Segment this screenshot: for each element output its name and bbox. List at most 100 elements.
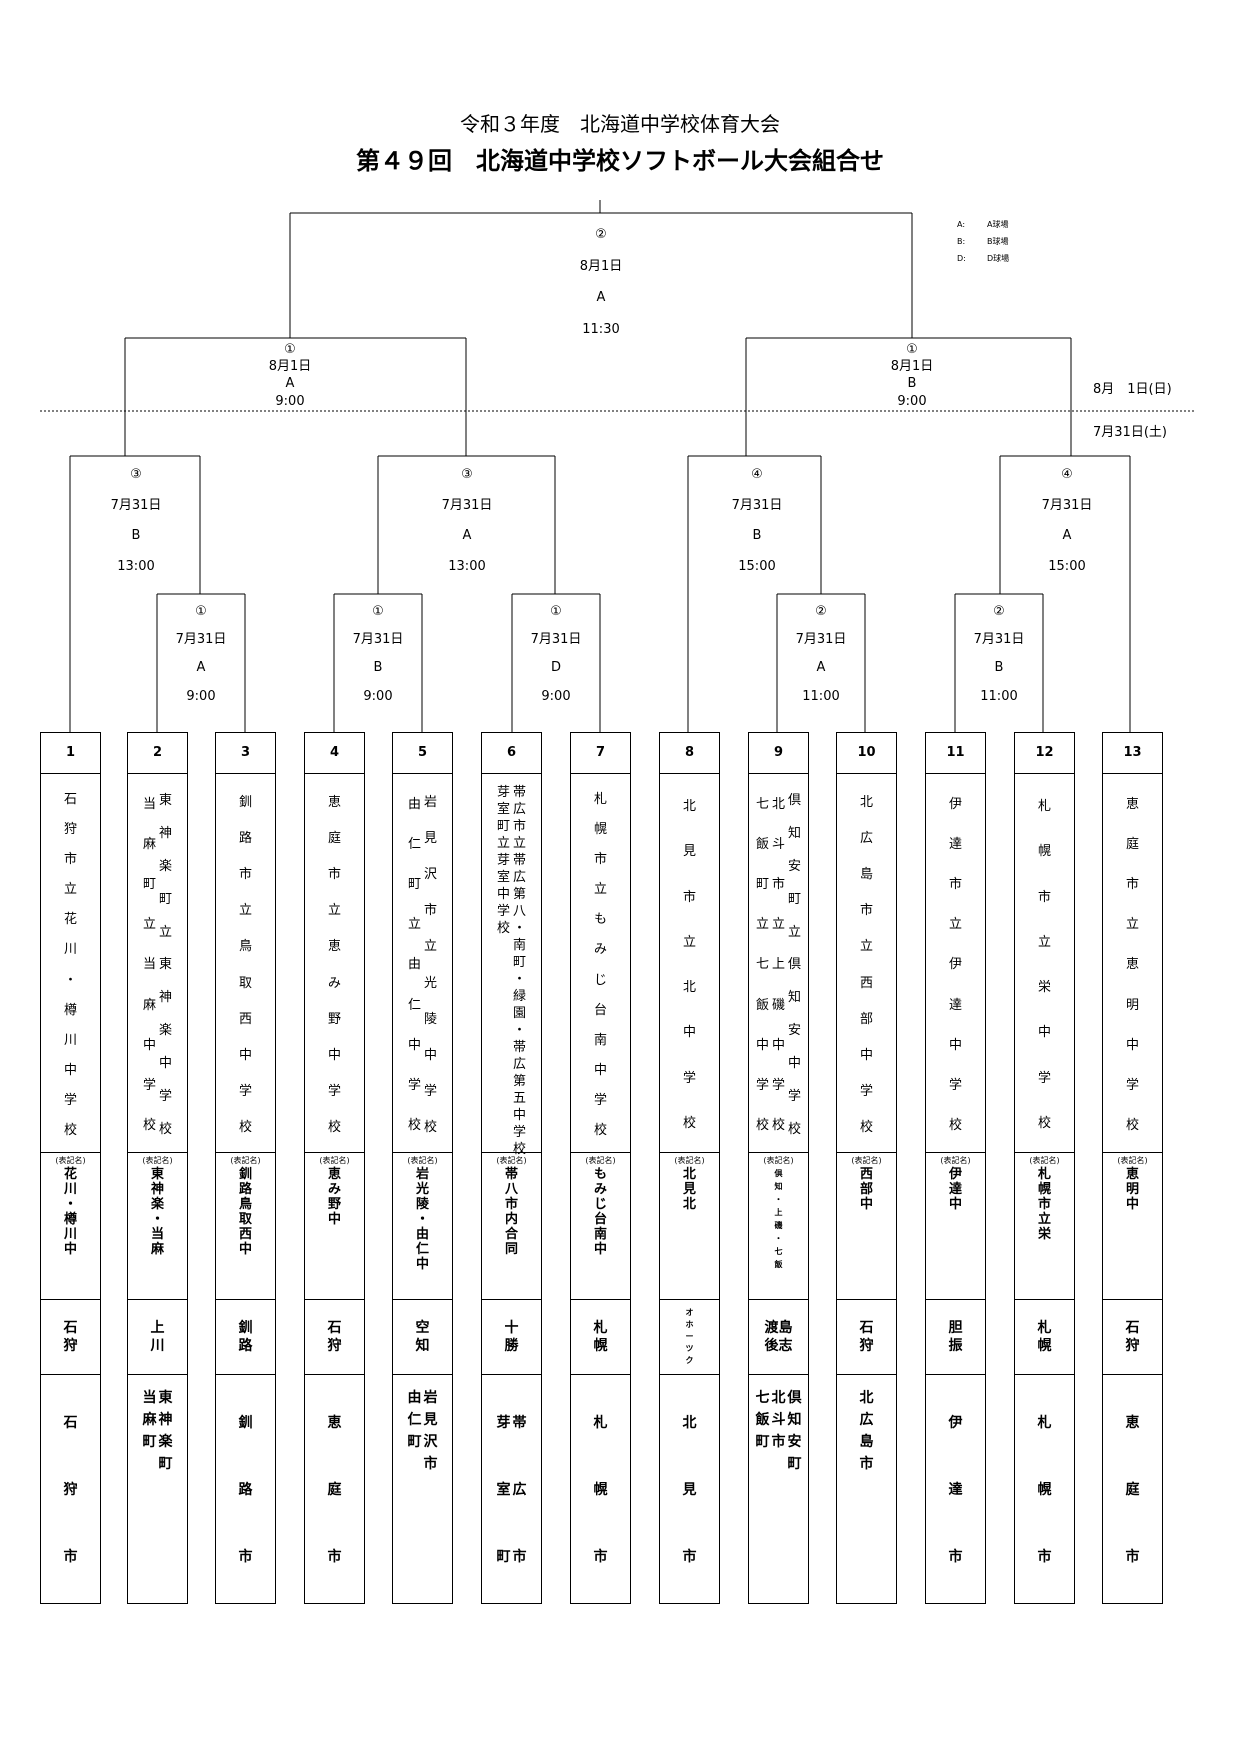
display-name: (表記名)伊達中 (926, 1153, 985, 1300)
school-name-line: 帯広市立帯広第八・南町・緑園・帯広第五中学校 (512, 785, 526, 1157)
svg-text:15:00: 15:00 (1048, 559, 1085, 574)
city-line: 当麻町 (142, 1390, 157, 1450)
city-line: 札幌市 (1037, 1415, 1052, 1565)
school-name: 札幌市立栄中学校 (1015, 774, 1074, 1153)
svg-text:B: B (374, 660, 383, 675)
school-name-line: 札幌市立栄中学校 (1037, 799, 1051, 1131)
city-line: 北広島市 (859, 1390, 874, 1472)
school-name-line: 北斗市立上磯中学校 (771, 796, 785, 1134)
display-name-value: 伊達中 (948, 1167, 962, 1212)
match-qf-2: ③ 7月31日 A 13:00 (442, 467, 493, 574)
team-number: 5 (393, 733, 452, 774)
city-line: 芽室町 (496, 1415, 511, 1565)
svg-text:9:00: 9:00 (275, 394, 304, 409)
match-r1-4-5: ① 7月31日 B 9:00 (353, 604, 404, 704)
svg-text:②: ② (993, 604, 1005, 619)
svg-text:④: ④ (1061, 467, 1073, 482)
region: 胆振 (926, 1300, 985, 1375)
school-name-line: 札幌市立もみじ台南中学校 (593, 791, 607, 1139)
svg-text:②: ② (815, 604, 827, 619)
display-name-label: (表記名) (496, 1156, 527, 1165)
match-r1-9-10: ② 7月31日 A 11:00 (796, 604, 847, 704)
school-name: 釧路市立鳥取西中学校 (216, 774, 275, 1153)
match-qf-3: ④ 7月31日 B 15:00 (732, 467, 783, 574)
city: 東神楽町当麻町 (128, 1375, 187, 1603)
region: 石狩 (41, 1300, 100, 1375)
match-semi-right: ① 8月1日 B 9:00 (891, 342, 934, 409)
city-line: 由仁町 (407, 1390, 422, 1450)
svg-text:①: ① (550, 604, 562, 619)
team-number: 9 (749, 733, 808, 774)
city: 倶知安町北斗市七飯町 (749, 1375, 808, 1603)
region: 石狩 (837, 1300, 896, 1375)
legend-item-d: D:D球場 (957, 254, 1010, 263)
date-caption-day1: 7月31日(土) (1093, 425, 1167, 440)
svg-text:A: A (817, 660, 826, 675)
team-number: 2 (128, 733, 187, 774)
city: 伊達市 (926, 1375, 985, 1603)
display-name-value: 東神楽・当麻 (150, 1167, 164, 1257)
school-name: 石狩市立花川・樽川中学校 (41, 774, 100, 1153)
display-name: (表記名)倶知・上磯・七飯 (749, 1153, 808, 1300)
school-name-line: 七飯町立七飯中学校 (755, 796, 769, 1134)
svg-text:A: A (597, 290, 606, 305)
display-name-value: 帯八市内合同 (504, 1167, 518, 1257)
match-semi-left: ① 8月1日 A 9:00 (269, 342, 312, 409)
svg-text:11:30: 11:30 (582, 322, 619, 337)
region: オホーツク (660, 1300, 719, 1375)
city: 帯広市芽室町 (482, 1375, 541, 1603)
svg-text:7月31日: 7月31日 (974, 632, 1025, 647)
team-number: 11 (926, 733, 985, 774)
city: 岩見沢市由仁町 (393, 1375, 452, 1603)
school-name-line: 北広島市立西部中学校 (859, 794, 873, 1136)
svg-text:15:00: 15:00 (738, 559, 775, 574)
display-name-label: (表記名) (1029, 1156, 1060, 1165)
svg-text:9:00: 9:00 (541, 689, 570, 704)
school-name-line: 東神楽町立東神楽中学校 (158, 792, 172, 1138)
svg-text:8月1日: 8月1日 (269, 359, 312, 374)
team-number: 4 (305, 733, 364, 774)
school-name-line: 釧路市立鳥取西中学校 (238, 794, 252, 1136)
team-number: 12 (1015, 733, 1074, 774)
svg-text:②: ② (595, 227, 607, 242)
match-r1-11-12: ② 7月31日 B 11:00 (974, 604, 1025, 704)
display-name-label: (表記名) (319, 1156, 350, 1165)
field-legend: A:A球場 B:B球場 D:D球場 (957, 216, 1009, 267)
svg-text:③: ③ (130, 467, 142, 482)
display-name-label: (表記名) (142, 1156, 173, 1165)
team-number: 6 (482, 733, 541, 774)
school-name-line: 当麻町立当麻中学校 (142, 796, 156, 1134)
match-r1-2-3: ① 7月31日 A 9:00 (176, 604, 227, 704)
svg-text:7月31日: 7月31日 (796, 632, 847, 647)
display-name-value: 西部中 (859, 1167, 873, 1212)
svg-text:9:00: 9:00 (186, 689, 215, 704)
match-r1-6-7: ① 7月31日 D 9:00 (531, 604, 582, 704)
date-caption-day2: 8月 1日(日) (1093, 382, 1172, 397)
school-name: 札幌市立もみじ台南中学校 (571, 774, 630, 1153)
display-name: (表記名) 恵み野中 (305, 1153, 364, 1300)
city: 札幌市 (1015, 1375, 1074, 1603)
city-line: 恵庭市 (327, 1415, 342, 1565)
svg-text:7月31日: 7月31日 (111, 498, 162, 513)
school-name-line: 恵庭市立恵明中学校 (1125, 796, 1139, 1134)
city-line: 釧路市 (238, 1415, 253, 1565)
city-line: 帯広市 (512, 1415, 527, 1565)
city: 釧路市 (216, 1375, 275, 1603)
team-number: 7 (571, 733, 630, 774)
svg-text:8月1日: 8月1日 (580, 259, 623, 274)
svg-text:9:00: 9:00 (897, 394, 926, 409)
match-qf-4: ④ 7月31日 A 15:00 (1042, 467, 1093, 574)
display-name-value: 恵み野中 (327, 1167, 341, 1227)
team-number: 10 (837, 733, 896, 774)
svg-text:①: ① (372, 604, 384, 619)
display-name-value: 札幌市立栄 (1037, 1167, 1051, 1242)
match-qf-1: ③ 7月31日 B 13:00 (111, 467, 162, 574)
school-name-line: 北見市立北中学校 (682, 799, 696, 1131)
city-line: 岩見沢市 (423, 1390, 438, 1472)
